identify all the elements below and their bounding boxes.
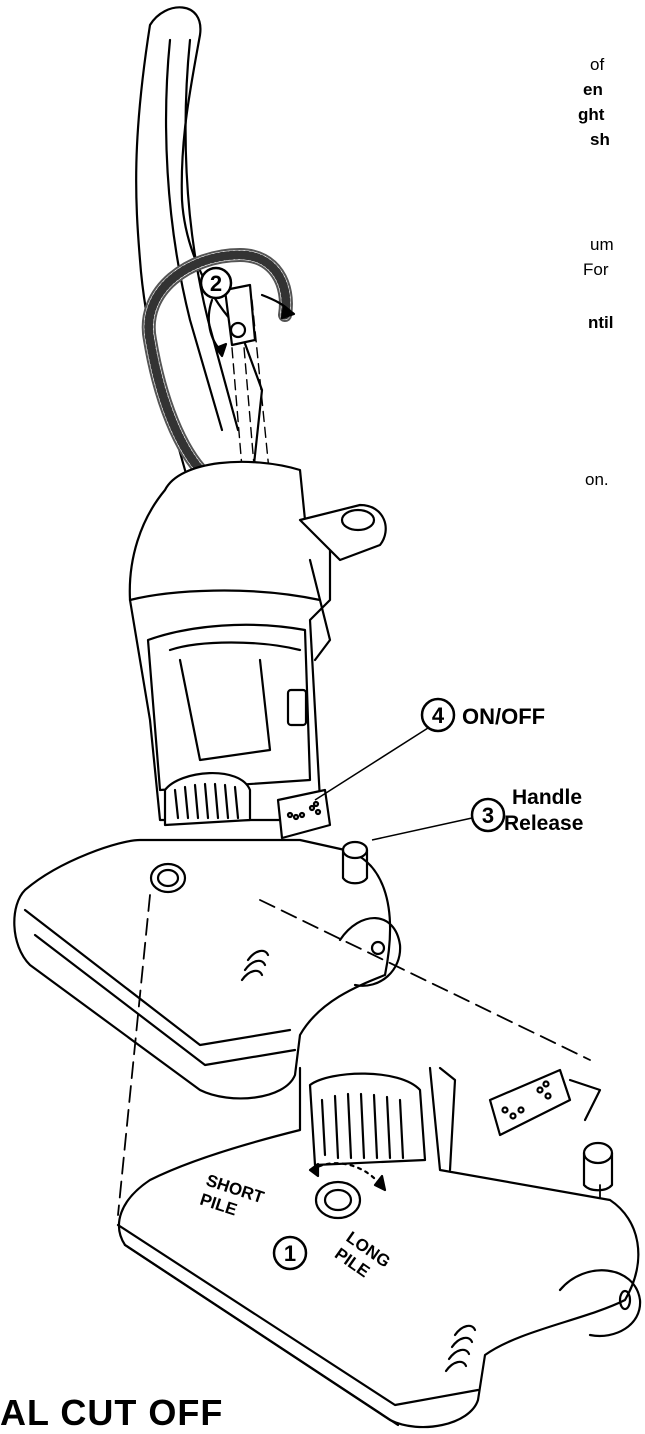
text-fragment-ght: ght: [578, 105, 605, 124]
svg-text:3: 3: [482, 803, 494, 828]
section-heading: AL CUT OFF: [0, 1392, 224, 1433]
callout-4: 4 ON/OFF: [314, 697, 545, 801]
text-fragment-for: For: [583, 260, 609, 279]
text-fragment-sh: sh: [590, 130, 610, 149]
svg-text:4: 4: [432, 703, 445, 728]
callout-2: 2: [199, 266, 233, 300]
text-fragment-ntil: ntil: [588, 313, 614, 332]
release-label: Release: [504, 812, 583, 835]
handle-label: Handle: [512, 786, 582, 809]
detail-base: [117, 1066, 640, 1429]
on-off-label: ON/OFF: [462, 704, 545, 729]
text-fragment-of: of: [590, 55, 605, 74]
callout-1: 1: [272, 1235, 308, 1271]
main-body: [128, 460, 332, 822]
base-nozzle: [13, 838, 392, 1100]
callout-3: 3 Handle Release: [371, 786, 583, 841]
svg-text:1: 1: [284, 1241, 296, 1266]
text-fragment-um: um: [590, 235, 614, 254]
text-fragment-en: en: [583, 80, 603, 99]
svg-text:2: 2: [210, 271, 222, 296]
text-fragment-on: on.: [585, 470, 609, 489]
pile-height-dial: [314, 1180, 362, 1220]
